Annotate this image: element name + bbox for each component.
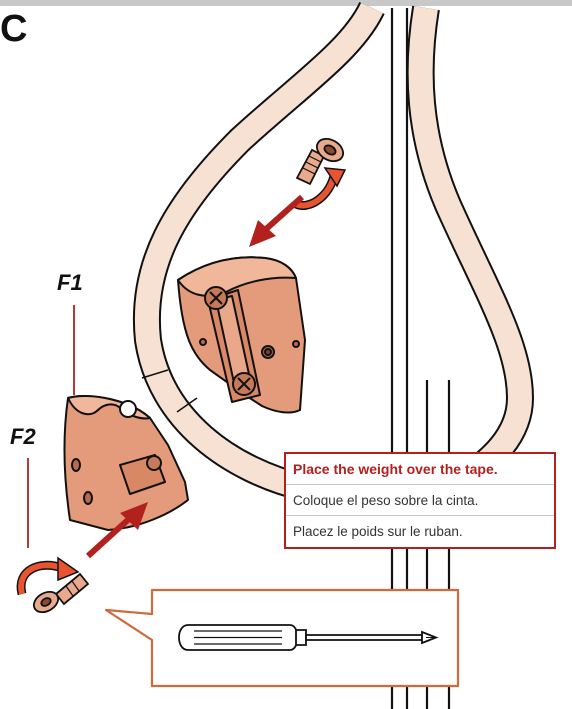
- part-label-f1: F1: [57, 270, 83, 296]
- part-label-f2: F2: [10, 424, 36, 450]
- note-spanish: Coloque el peso sobre la cinta.: [286, 485, 554, 516]
- weight-block-mounted: [178, 257, 305, 412]
- step-letter: C: [0, 8, 27, 51]
- tape-loop-left: [142, 8, 392, 500]
- tape-band-right: [421, 8, 520, 480]
- note-english: Place the weight over the tape.: [286, 454, 554, 485]
- note-french: Placez le poids sur le ruban.: [286, 516, 554, 547]
- instruction-note: Place the weight over the tape. Coloque …: [284, 452, 556, 549]
- insert-arrow-icon: [249, 197, 302, 247]
